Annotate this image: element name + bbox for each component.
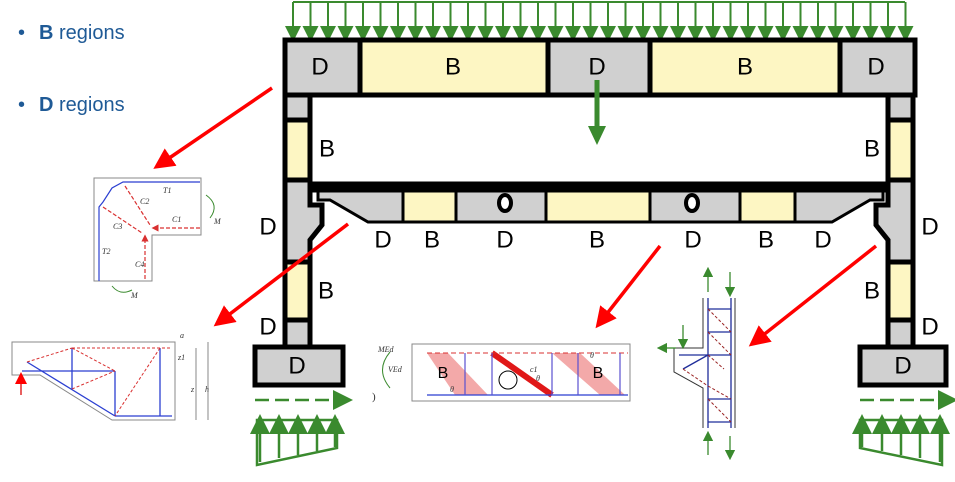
label: M [213, 217, 222, 226]
label: θ [536, 374, 540, 383]
label: D [288, 352, 305, 379]
label: D [588, 53, 605, 80]
label: h [205, 385, 209, 394]
label: VEd [388, 365, 403, 374]
column-corbel-detail [656, 266, 736, 461]
label: D [814, 226, 831, 253]
label: z1 [177, 353, 185, 362]
label: c1 [530, 365, 538, 374]
d-region [837, 37, 918, 98]
b-region [647, 37, 843, 98]
corner-strut-tie-detail: T1 C2 C1 C3 T2 C4 M M [93, 177, 222, 300]
label: D [496, 226, 513, 253]
pointer-arrow [748, 244, 878, 347]
label: D [867, 53, 884, 80]
pointer-arrow [153, 86, 273, 169]
distributed-load-arrows [285, 1, 914, 42]
bullet-b-regions: •B regions [18, 22, 125, 44]
label: D [259, 213, 276, 240]
label: θ [590, 351, 594, 360]
label: D [311, 53, 328, 80]
label: C3 [113, 222, 122, 231]
label: C1 [172, 215, 181, 224]
label: D [684, 226, 701, 253]
pointer-arrow [213, 222, 350, 327]
strut [490, 350, 554, 398]
top-beam [282, 37, 918, 98]
right-reactions [852, 390, 955, 467]
pointer-arrow [595, 244, 662, 329]
bullet-text: regions [53, 94, 125, 116]
corbel-strut-tie-detail: a z1 z h [11, 331, 209, 421]
d-region [282, 37, 363, 98]
label: D [259, 313, 276, 340]
bullet-d-regions: •D regions [18, 94, 125, 116]
point-load-arrow [588, 80, 606, 145]
opening-hole [497, 193, 513, 213]
label: a [180, 331, 184, 340]
opening-hole [684, 193, 700, 213]
label: B [864, 135, 880, 162]
left-footing [252, 344, 346, 388]
label: D [894, 352, 911, 379]
lower-beam [311, 181, 890, 224]
label: B [593, 365, 604, 382]
bullet-bold: D [39, 94, 54, 116]
label: D [921, 213, 938, 240]
bullet-text: regions [53, 22, 125, 44]
bullet-bold: B [39, 22, 54, 44]
beam-web-strut-detail: B B MEd VEd θ c1 θ θ ) [372, 343, 631, 403]
label: B [864, 277, 880, 304]
right-column [873, 92, 916, 350]
label: MEd [377, 345, 395, 354]
label: C2 [140, 197, 149, 206]
label: ) [372, 391, 376, 403]
right-footing [857, 344, 949, 388]
label: B [758, 226, 774, 253]
left-reactions [250, 390, 353, 467]
label: T1 [163, 186, 171, 195]
label: B [424, 226, 440, 253]
label: T2 [102, 247, 110, 256]
label: B [438, 365, 449, 382]
label: D [921, 313, 938, 340]
label: M [130, 291, 139, 300]
label: D [374, 226, 391, 253]
label: B [445, 53, 461, 80]
label: B [319, 135, 335, 162]
left-column [282, 92, 325, 350]
label: B [737, 53, 753, 80]
label: B [318, 277, 334, 304]
label: θ [450, 385, 454, 394]
label: B [589, 226, 605, 253]
pointer-arrows [153, 86, 878, 347]
label: C4 [135, 260, 144, 269]
label: z [190, 385, 195, 394]
